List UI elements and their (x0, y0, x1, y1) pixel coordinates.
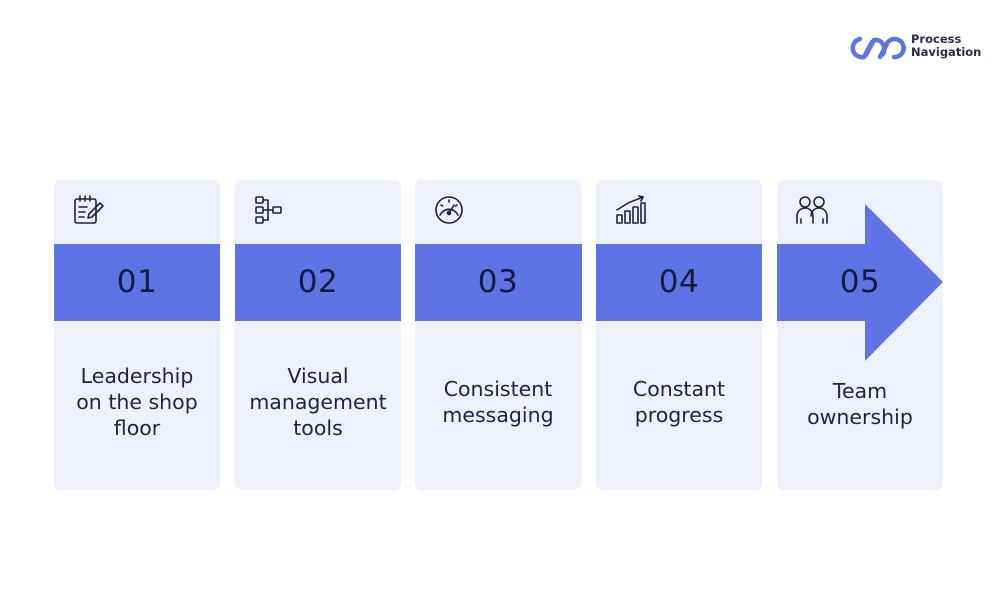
step-card-4 (596, 180, 762, 490)
step-label-2: Visual management tools (249, 364, 387, 440)
step-card-2 (235, 180, 401, 490)
infinity-links-icon (850, 36, 906, 60)
step-band-1 (54, 244, 220, 321)
step-label-3: Consistent messaging (442, 377, 554, 427)
step-label-1: Leadership on the shop floor (76, 364, 198, 440)
step-number-5: 05 (839, 264, 881, 300)
team-icon (796, 196, 828, 224)
step-band-4 (596, 244, 762, 321)
step-number-4: 04 (658, 264, 700, 300)
step-card-5 (777, 180, 943, 490)
step-label-4: Constant progress (632, 377, 726, 427)
step-band-2 (235, 244, 401, 321)
step-band-3 (415, 244, 582, 321)
brand-logo: Process Navigation (848, 33, 988, 65)
step-number-3: 03 (477, 264, 519, 300)
step-number-2: 02 (297, 264, 339, 300)
step-card-3 (415, 180, 581, 490)
logo-line-1: Process (911, 32, 962, 46)
growth-chart-icon (616, 195, 646, 224)
step-arrow-5 (777, 204, 943, 361)
step-card-1 (54, 180, 220, 490)
gauge-icon (435, 196, 463, 224)
step-number-1: 01 (116, 264, 158, 300)
step-label-5: Team ownership (807, 379, 913, 429)
logo-line-2: Navigation (911, 45, 982, 59)
notepad-pen-icon (74, 195, 104, 224)
flowchart-icon (255, 196, 282, 224)
